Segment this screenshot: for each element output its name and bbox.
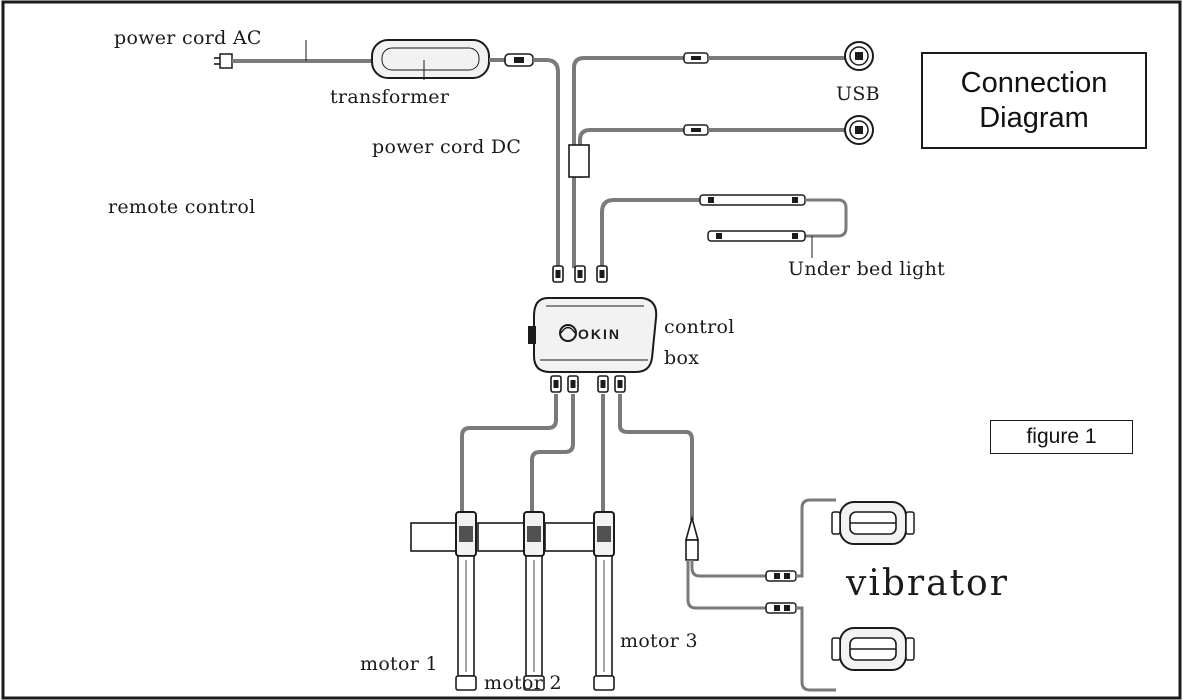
vibrator-cord-upper bbox=[690, 560, 766, 578]
label-under-bed-light: Under bed light bbox=[788, 258, 946, 280]
light-loop bbox=[805, 198, 848, 238]
ac-plug bbox=[214, 53, 233, 69]
diagram-title-box: Connection Diagram bbox=[921, 52, 1147, 149]
figure-label: figure 1 bbox=[990, 420, 1133, 454]
plug-usb-in bbox=[574, 265, 586, 283]
vibrator-connector-2 bbox=[765, 602, 797, 614]
motor-3 bbox=[593, 511, 615, 691]
plug-light-in bbox=[596, 265, 608, 283]
vibrator-unit-2 bbox=[831, 627, 915, 671]
bed-frame-tubes bbox=[410, 522, 596, 552]
label-motor-3: motor 3 bbox=[620, 630, 698, 652]
dc-cord-b bbox=[533, 58, 560, 268]
vibrator-splitter bbox=[684, 514, 700, 561]
label-motor-2: motor 2 bbox=[484, 672, 562, 694]
diagram-title-line-2: Diagram bbox=[979, 101, 1089, 134]
label-control-box-line-2: box bbox=[664, 347, 700, 369]
vibrator-connector-1 bbox=[765, 570, 797, 582]
label-vibrator: vibrator bbox=[846, 563, 1009, 604]
dc-connector bbox=[504, 53, 534, 67]
motor-2 bbox=[523, 511, 545, 691]
control-box bbox=[528, 297, 658, 373]
usb-port-2 bbox=[844, 115, 874, 145]
label-power-cord-ac: power cord AC bbox=[114, 27, 262, 49]
plug-dc-in bbox=[552, 265, 564, 283]
transformer bbox=[371, 39, 490, 80]
motor-1-cord bbox=[460, 394, 558, 515]
control-box-brand: OKIN bbox=[578, 326, 621, 342]
label-control-box-line-1: control bbox=[664, 316, 735, 338]
usb-cord-2 bbox=[578, 128, 684, 178]
usb-port-1 bbox=[844, 41, 874, 71]
label-usb: USB bbox=[836, 83, 880, 105]
motor-2-cord bbox=[530, 394, 575, 515]
plug-motor-3 bbox=[597, 375, 609, 393]
plug-motor-2 bbox=[567, 375, 579, 393]
diagram-title-line-1: Connection bbox=[960, 66, 1108, 99]
vibrator-unit-1 bbox=[831, 501, 915, 545]
usb-connector-1 bbox=[683, 52, 709, 64]
plug-motor-1 bbox=[550, 375, 562, 393]
label-transformer: transformer bbox=[330, 86, 450, 108]
under-bed-light-strip-2 bbox=[707, 230, 806, 242]
label-power-cord-dc: power cord DC bbox=[372, 136, 522, 158]
vibrator-cord-lower bbox=[686, 560, 766, 610]
vibrator-1-cord bbox=[796, 498, 836, 578]
vibrator-cord bbox=[618, 394, 694, 520]
label-motor-1: motor 1 bbox=[360, 653, 438, 675]
usb-connector-2 bbox=[683, 124, 709, 136]
light-cord bbox=[600, 198, 700, 268]
usb-cord-1 bbox=[572, 56, 684, 268]
under-bed-light-strip-1 bbox=[699, 194, 806, 206]
vibrator-2-cord bbox=[796, 606, 836, 692]
motor-1 bbox=[455, 511, 477, 691]
usb-splitter bbox=[568, 144, 590, 178]
label-remote-control: remote control bbox=[108, 196, 256, 218]
plug-vibrator bbox=[614, 375, 626, 393]
